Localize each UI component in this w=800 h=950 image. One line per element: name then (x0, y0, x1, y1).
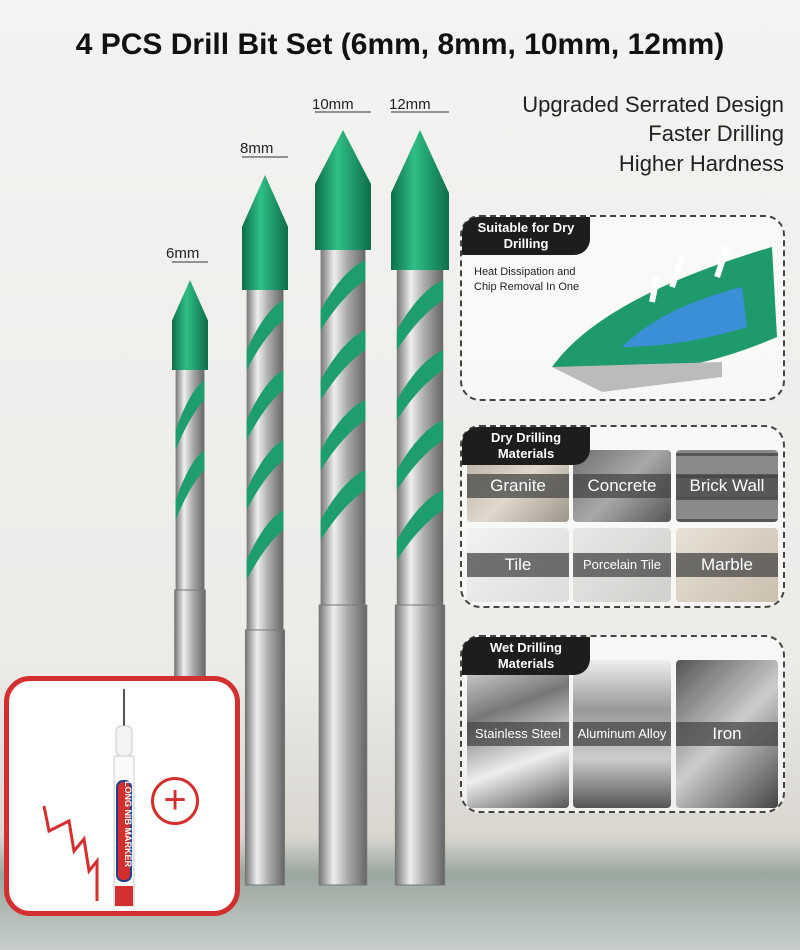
wet-materials-tag: Wet Drilling Materials (462, 637, 590, 675)
size-label-8mm: 8mm (240, 140, 274, 157)
dry-drilling-panel: Suitable for Dry Drilling Heat Dissipati… (460, 215, 785, 401)
size-label-10mm: 10mm (312, 96, 354, 113)
drill-bit-6mm (172, 261, 208, 681)
size-label-12mm: 12mm (389, 96, 431, 113)
material-concrete: Concrete (573, 450, 671, 522)
marker-label: LONG NIB MARKER (123, 781, 133, 867)
feature-1: Upgraded Serrated Design (522, 92, 784, 117)
drill-bit-8mm (242, 156, 288, 886)
drill-tip-closeup-image (552, 246, 777, 392)
feature-2: Faster Drilling (648, 121, 784, 146)
material-stainless-steel: Stainless Steel (467, 660, 569, 808)
plus-icon: + (151, 777, 199, 825)
material-brick-wall: Brick Wall (676, 450, 778, 522)
drill-bit-12mm (391, 111, 449, 886)
drill-bit-10mm (315, 111, 371, 886)
dry-drilling-tag: Suitable for Dry Drilling (462, 217, 590, 255)
material-marble: Marble (676, 528, 778, 602)
size-label-6mm: 6mm (166, 245, 200, 262)
dry-text-2: Chip Removal In One (474, 281, 580, 293)
material-aluminum-alloy: Aluminum Alloy (573, 660, 671, 808)
feature-3: Higher Hardness (618, 151, 784, 176)
dry-materials-tag: Dry Drilling Materials (462, 427, 590, 465)
long-nib-marker-image (42, 689, 135, 907)
page-title: 4 PCS Drill Bit Set (6mm, 8mm, 10mm, 12m… (75, 28, 725, 61)
material-iron: Iron (676, 660, 778, 808)
marker-bonus-box: LONG NIB MARKER + (4, 676, 240, 916)
material-porcelain-tile: Porcelain Tile (573, 528, 671, 602)
material-tile: Tile (467, 528, 569, 602)
dry-text-1: Heat Dissipation and (474, 266, 576, 278)
